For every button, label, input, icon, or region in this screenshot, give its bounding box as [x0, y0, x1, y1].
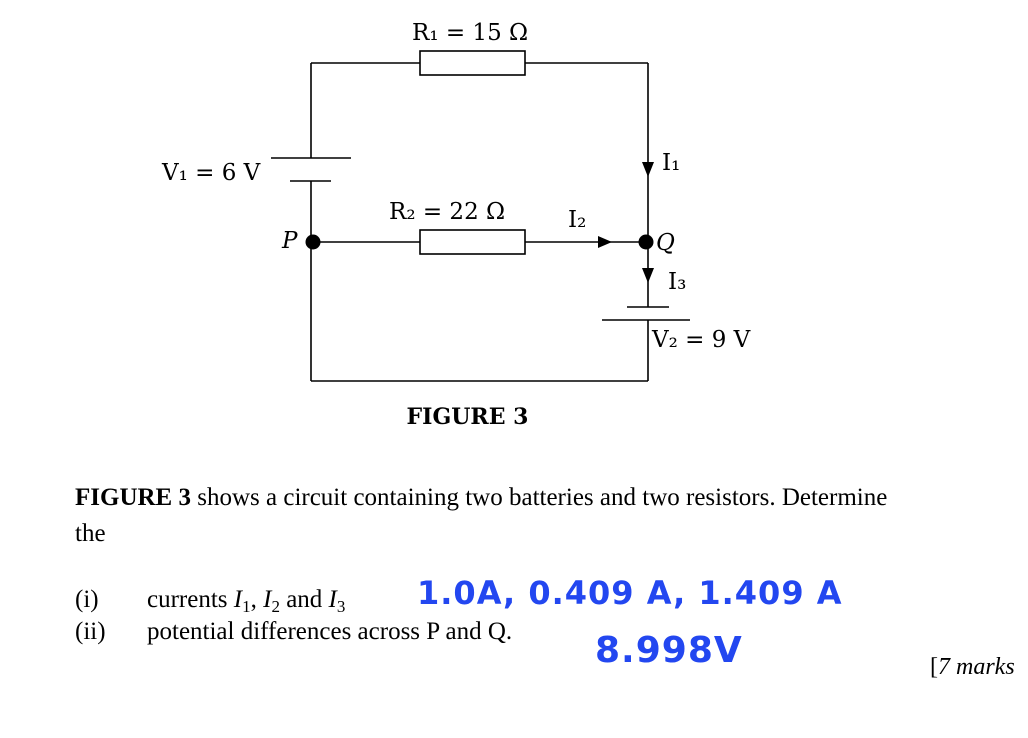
item-text: currents [147, 586, 234, 613]
handwritten-answer-ii: 8.998V [595, 630, 743, 671]
label-i3: I₃ [668, 269, 686, 295]
label-i2: I₂ [568, 207, 586, 233]
label-i1: I₁ [662, 150, 680, 176]
marks-label: [7 marks [930, 654, 1015, 681]
label-r1: R₁ = 15 Ω [412, 20, 528, 46]
marks-bracket: [ [930, 654, 938, 680]
label-r2: R₂ = 22 Ω [389, 199, 505, 225]
intro-line-2: the [75, 520, 106, 547]
question-intro: FIGURE 3 shows a circuit containing two … [75, 480, 1028, 552]
battery-v2 [602, 306, 690, 321]
question-item-i: (i)currents I1, I2 and I3 [75, 585, 345, 615]
label-v2: V₂ = 9 V [651, 327, 751, 353]
label-v1: V₁ = 6 V [161, 160, 261, 186]
item-sep: , [250, 586, 264, 613]
var-i3: I [328, 586, 337, 613]
handwritten-answer-i: 1.0A, 0.409 A, 1.409 A [417, 574, 843, 612]
label-node-q: Q [656, 230, 675, 256]
node-p-dot [305, 234, 321, 250]
figure-caption: FIGURE 3 [406, 404, 529, 430]
sub-i3: 3 [336, 597, 346, 616]
arrow-i3 [642, 268, 654, 283]
marks-text: 7 marks [938, 654, 1015, 680]
var-i2: I [263, 586, 272, 613]
question-item-ii: (ii) potential differences across P and Q… [75, 617, 512, 647]
arrow-i2 [598, 236, 612, 248]
resistor-r1 [419, 50, 526, 76]
intro-figure-ref: FIGURE 3 [75, 484, 191, 511]
var-i1: I [233, 586, 243, 613]
label-node-p: P [281, 228, 298, 254]
circuit-wires [310, 62, 649, 382]
sub-i1: 1 [242, 597, 251, 616]
item-text: potential differences across P and Q. [147, 618, 513, 645]
item-sep: and [279, 586, 329, 613]
item-number: (i) [75, 586, 99, 613]
item-number: (ii) [75, 618, 106, 645]
node-q-dot [638, 234, 654, 250]
circuit-diagram: R₁ = 15 Ω R₂ = 22 Ω V₁ = 6 V V₂ = 9 V I₁… [161, 20, 751, 382]
intro-text: shows a circuit containing two batteries… [190, 484, 888, 511]
sub-i2: 2 [271, 597, 280, 616]
battery-v1 [271, 157, 351, 182]
arrow-i1 [642, 162, 654, 177]
resistor-r2 [419, 229, 526, 255]
